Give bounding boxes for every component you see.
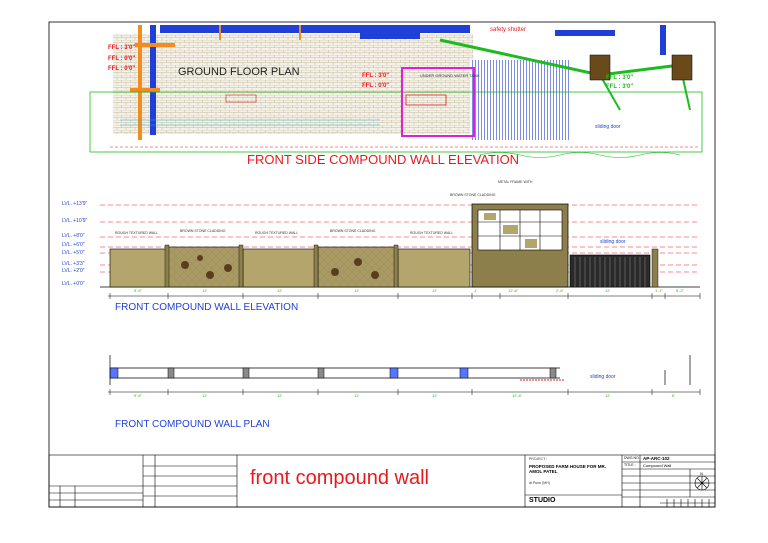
ffl-right-1: FFL : 3'0"	[606, 75, 634, 81]
elevation-dimension: 6'-2"	[676, 288, 684, 293]
ffl-mid-1: FFL : 3'0"	[362, 73, 390, 79]
top-plan-drawing	[89, 25, 703, 158]
brown-stone-label: BROWN STONE CLADDING	[450, 193, 496, 197]
level-label: LVL. +0'0"	[62, 281, 85, 287]
brown-stone-label: BROWN STONE CLADDING	[180, 229, 226, 233]
ffl-left-3: FFL : 0'0"	[108, 66, 136, 72]
plan-dimension: 9'-6"	[134, 393, 142, 398]
elevation-dimension: 12'	[432, 288, 438, 293]
ffl-mid-2: FFL : 0'0"	[362, 83, 390, 89]
ug-tank-label: UNDER GROUND WATER TANK	[420, 73, 480, 78]
elevation-dimension: 12'	[202, 288, 208, 293]
elevation-dimension: 1'	[474, 288, 477, 293]
title-value: Compound Wall	[643, 463, 672, 468]
plan-dimension: 12'	[354, 393, 360, 398]
elevation-dimension: 12'-6"	[508, 288, 519, 293]
elevation-drawing	[100, 203, 701, 299]
level-label: LVL. +5'0"	[62, 250, 85, 256]
elevation-dimension: 12'	[277, 288, 283, 293]
level-label: LVL. +3'3"	[62, 261, 85, 267]
level-label: LVL. +13'9"	[62, 201, 88, 207]
plan-drawing	[108, 355, 701, 395]
elevation-dimension: 9'-6"	[134, 288, 142, 293]
project-place: at Pune (MH)	[529, 481, 550, 485]
ffl-left-1: FFL : 3'0"	[108, 45, 136, 51]
level-label: LVL. +8'0"	[62, 233, 85, 239]
title-label: TITLE :	[624, 463, 636, 467]
plan-dimension: 6'	[672, 393, 675, 398]
top-sliding-door-label: sliding door	[595, 124, 621, 130]
dwg-no-label: DWG NO. :	[624, 456, 642, 460]
ffl-right-2: FFL : 3'0"	[606, 84, 634, 90]
level-label: LVL. +6'0"	[62, 242, 85, 248]
brown-stone-label: BROWN STONE CLADDING	[330, 229, 376, 233]
level-label: LVL. +2'0"	[62, 268, 85, 274]
metal-frame-label: METAL FRAME WITH	[498, 180, 533, 184]
elevation-dimension: 2'-6"	[556, 288, 564, 293]
elevation-dimension: 12'	[605, 288, 611, 293]
ground-floor-plan-label: GROUND FLOOR PLAN	[178, 66, 300, 78]
plan-dimension: 12'-6"	[512, 393, 523, 398]
safety-shutter-label: safety shutter	[490, 27, 527, 33]
rough-textured-label: ROUGH TEXTURED WALL	[115, 231, 159, 235]
elevation-sliding-door-label: sliding door	[600, 239, 626, 245]
studio-logo-text: STUDIO	[529, 497, 556, 504]
front-wall-plan-title: FRONT COMPOUND WALL PLAN	[115, 419, 270, 430]
title-block	[48, 454, 716, 508]
north-symbol: N	[700, 471, 703, 476]
ffl-left-2: FFL : 0'0"	[108, 56, 136, 62]
front-side-elevation-title: FRONT SIDE COMPOUND WALL ELEVATION	[247, 152, 520, 167]
drawing-title: front compound wall	[250, 467, 429, 489]
plan-dimension: 12'	[277, 393, 283, 398]
dwg-no-value: AP-ARC-102	[643, 456, 670, 461]
plan-dimension: 12'	[605, 393, 611, 398]
project-label: PROJECT :	[529, 457, 548, 461]
rough-textured-label: ROUGH TEXTURED WALL	[410, 231, 454, 235]
level-label: LVL. +10'9"	[62, 218, 88, 224]
project-name: PROPOSED FARM HOUSE FOR MR. AMOL PATEL	[529, 464, 607, 474]
elevation-dimension: 1'-1"	[655, 288, 663, 293]
plan-dimension: 12'	[432, 393, 438, 398]
elevation-dimension: 12'	[354, 288, 360, 293]
front-wall-elevation-title: FRONT COMPOUND WALL ELEVATION	[115, 302, 299, 313]
rough-textured-label: ROUGH TEXTURED WALL	[255, 231, 299, 235]
plan-dimension: 12'	[202, 393, 208, 398]
plan-sliding-door-label: sliding door	[590, 374, 616, 380]
